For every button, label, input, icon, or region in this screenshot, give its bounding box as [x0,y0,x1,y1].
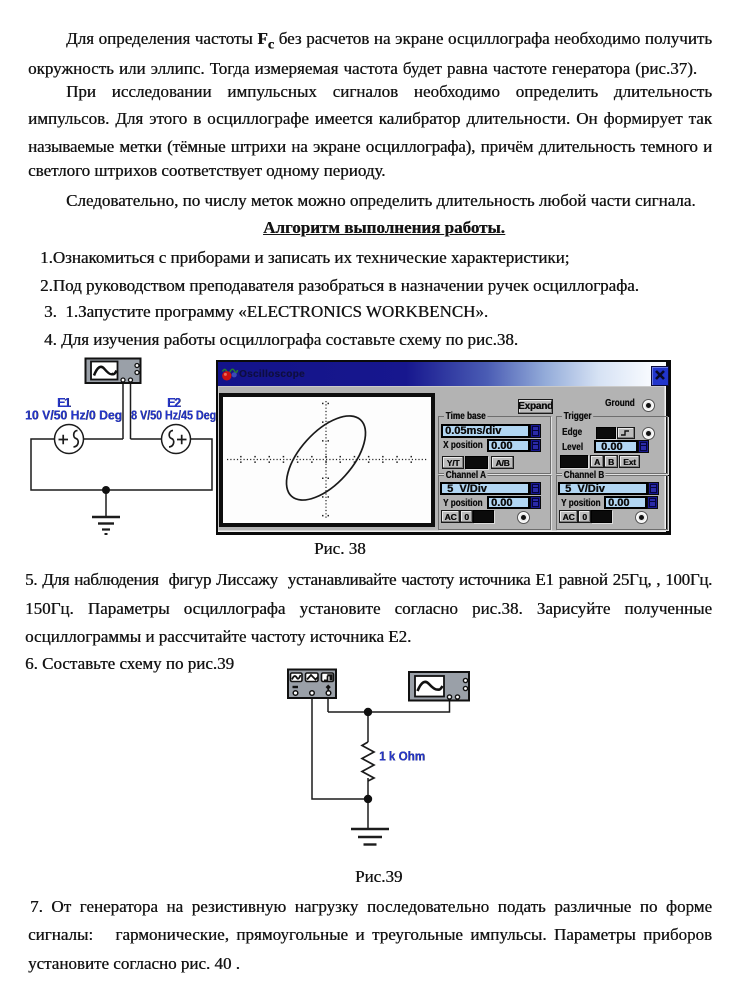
svg-text:E1: E1 [57,396,71,410]
svg-text:E2: E2 [167,396,181,410]
svg-text:1 k Ohm: 1 k Ohm [379,749,425,764]
svg-text:10 V/50 Hz/0 Deg: 10 V/50 Hz/0 Deg [25,409,122,423]
svg-text:8 V/50 Hz/45 Deg: 8 V/50 Hz/45 Deg [131,409,216,423]
